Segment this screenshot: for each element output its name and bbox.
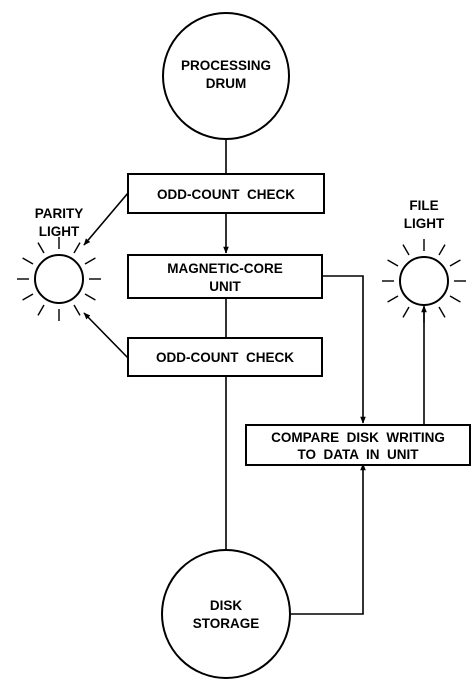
light-ray — [73, 242, 81, 254]
light-ray — [22, 293, 34, 301]
parity-light-node: PARITY LIGHT — [17, 206, 101, 321]
parity-light-icon — [17, 237, 101, 321]
light-ray — [84, 293, 96, 301]
light-ray — [387, 295, 399, 303]
light-ray — [438, 244, 446, 256]
light-ray — [37, 304, 45, 316]
odd-count-check-bottom-node: ODD-COUNT CHECK — [127, 337, 323, 377]
edge-core-to-compare — [322, 275, 366, 424]
light-ray — [449, 295, 461, 303]
light-ray — [402, 306, 410, 318]
edge-check-to-parity-light-lower — [83, 312, 129, 359]
compare-unit-label-line2: TO DATA IN UNIT — [298, 447, 420, 462]
parity-light-label-line2: LIGHT — [39, 224, 80, 239]
connectors — [83, 140, 427, 615]
parity-light-rays — [17, 237, 101, 321]
processing-drum-label-line2: DRUM — [206, 76, 247, 91]
light-ray — [449, 259, 461, 267]
light-ray — [84, 257, 96, 265]
disk-storage-label-line1: DISK — [210, 598, 243, 613]
magnetic-core-unit-node: MAGNETIC-CORE UNIT — [127, 254, 323, 299]
light-ray — [73, 304, 81, 316]
edge-check-to-parity-light — [83, 192, 129, 246]
parity-light-label-line1: PARITY — [35, 206, 84, 221]
magnetic-core-unit-label-line1: MAGNETIC-CORE — [167, 261, 283, 276]
compare-unit-node: COMPARE DISK WRITING TO DATA IN UNIT — [245, 424, 471, 466]
file-light-node: FILE LIGHT — [382, 198, 466, 323]
file-light-rays — [382, 239, 466, 323]
light-ray — [402, 244, 410, 256]
light-ray — [22, 257, 34, 265]
odd-count-check-top-node: ODD-COUNT CHECK — [127, 173, 325, 214]
odd-count-check-top-label: ODD-COUNT CHECK — [157, 187, 295, 202]
processing-drum-node: PROCESSING DRUM — [162, 12, 290, 140]
processing-drum-label-line1: PROCESSING — [181, 58, 271, 73]
disk-storage-label-line2: STORAGE — [193, 616, 260, 631]
light-ray — [37, 242, 45, 254]
file-light-label-line1: FILE — [409, 198, 438, 213]
light-ray — [438, 306, 446, 318]
light-ray — [387, 259, 399, 267]
compare-unit-label-line1: COMPARE DISK WRITING — [271, 430, 445, 445]
odd-count-check-bottom-label: ODD-COUNT CHECK — [156, 350, 294, 365]
edge-storage-to-compare — [291, 463, 366, 615]
magnetic-core-unit-label-line2: UNIT — [209, 279, 241, 294]
file-light-icon — [382, 239, 466, 323]
file-light-label-line2: LIGHT — [404, 216, 445, 231]
disk-storage-node: DISK STORAGE — [161, 549, 291, 679]
